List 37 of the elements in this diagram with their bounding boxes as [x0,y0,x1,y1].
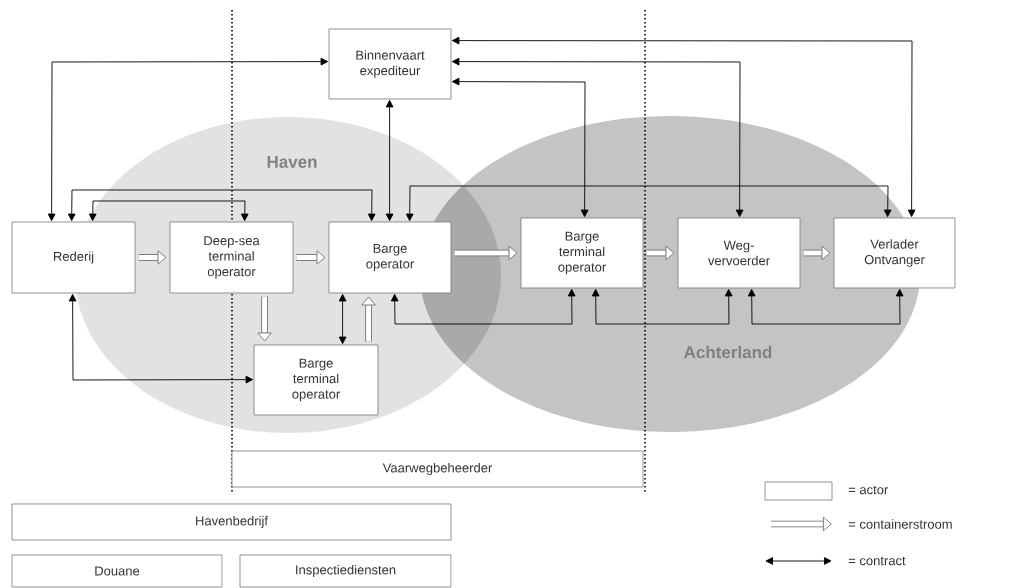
actor-box: Verlader Ontvanger [833,217,956,289]
actor-box: Havenbedrijf [11,503,452,541]
legend-label: = actor [848,485,889,495]
flow-arrow [803,245,831,261]
contract-arrow [451,77,589,218]
flow-arrow [646,245,675,261]
actor-box: Vaarwegbeheerder [231,450,644,488]
contract-arrow [591,288,733,325]
actor-box: Binnenvaart expediteur [328,28,452,100]
region-label: Haven [267,156,317,168]
contract-arrow [385,99,394,222]
flow-arrow [257,296,272,342]
actor-box: Barge terminal operator [520,217,644,289]
contract-arrow [451,57,744,218]
actor-box: Barge terminal operator [253,344,379,416]
actor-box: Weg-vervoerder [677,217,801,289]
flow-arrow [361,296,376,342]
flow-arrow [296,250,326,265]
contract-arrow [338,293,347,345]
actor-box: Deep-sea terminal operator [169,221,294,294]
flow-arrow [138,250,167,265]
flow-arrow [454,245,518,261]
contract-arrow [68,293,254,384]
actor-box: Rederij [11,221,136,294]
actor-box: Barge operator [328,221,452,294]
contract-arrow [390,288,576,325]
region-label: Achterland [684,345,772,359]
contract-arrow [747,288,904,325]
actor-box: Douane [11,554,223,588]
contract-arrow [451,36,916,218]
legend-label: = containerstroom [848,519,952,529]
legend-label: = contract [848,556,906,566]
contract-arrow [47,57,329,222]
contract-arrow [405,185,892,222]
actor-box: Inspectiediensten [239,554,452,588]
contract-arrow [88,200,249,222]
contract-arrow [67,189,376,222]
